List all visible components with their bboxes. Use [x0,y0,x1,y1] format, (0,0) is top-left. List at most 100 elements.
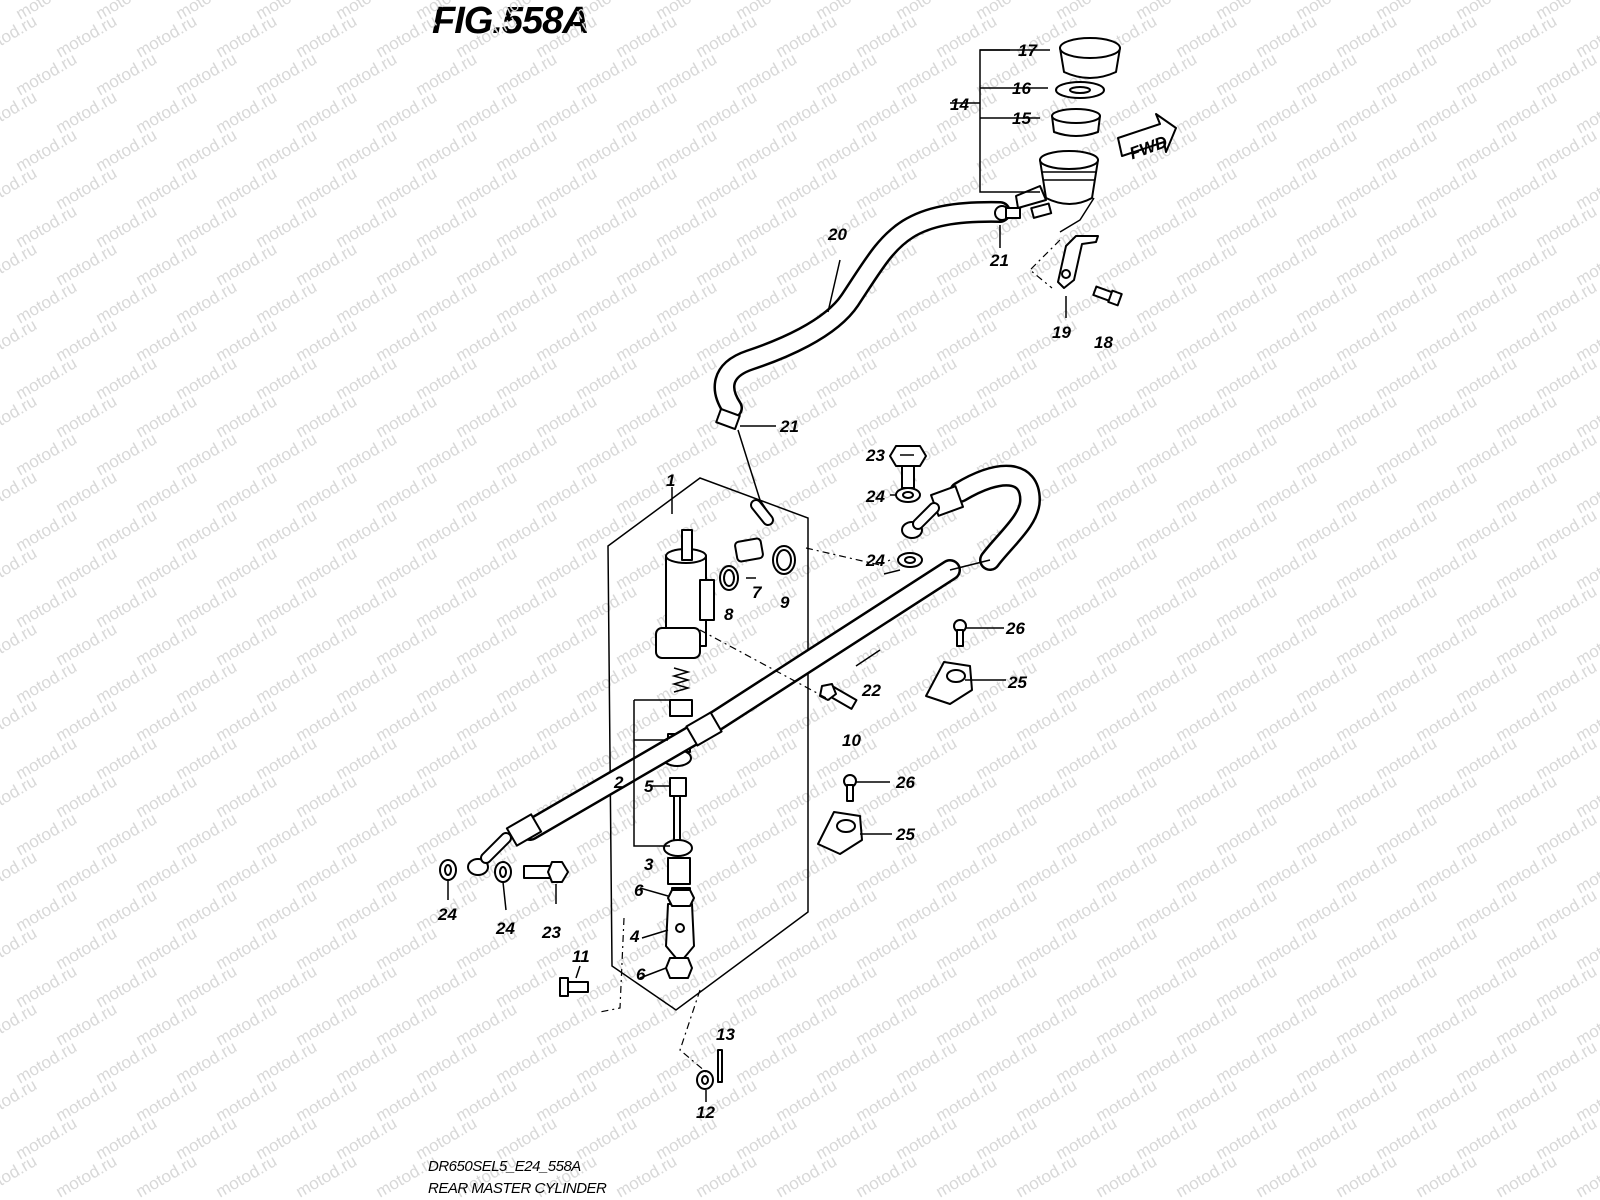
watermark: motod.ru [0,11,40,61]
watermark: motod.ru [0,1075,40,1125]
clevis [665,903,695,959]
callout-5: 5 [644,777,654,796]
hose-fitting-elbow [734,499,774,563]
callout-6-upper: 6 [634,881,644,900]
o-ring-8 [719,565,739,591]
callout-7: 7 [752,583,763,602]
watermark: motod.ru [0,467,40,517]
assembly-name: REAR MASTER CYLINDER [428,1180,607,1197]
callout-25-upper: 25 [1007,673,1027,692]
watermark: motod.ru [213,1151,281,1200]
callout-23-upper: 23 [865,446,885,465]
watermark: motod.ru [293,1151,361,1200]
banjo-upper [901,502,940,539]
brake-hose [505,464,1041,847]
watermark: motod.ru [693,1151,761,1200]
watermark: motod.ru [1253,1151,1321,1200]
watermark: motod.ru [1493,1151,1561,1200]
callout-3: 3 [644,855,654,874]
leader-lines [447,49,1067,1102]
reservoir-diaphragm [1051,108,1101,137]
callout-14: 14 [950,95,969,114]
callout-12: 12 [696,1103,715,1122]
watermark: motod.ru [773,1151,841,1200]
washer-24-c [439,859,457,881]
watermark: motod.ru [1573,1151,1600,1200]
watermark: motod.ru [1093,1151,1161,1200]
watermark: motod.ru [0,87,40,137]
watermark: motod.ru [1173,1151,1241,1200]
watermark: motod.ru [613,1151,681,1200]
spring [671,667,691,693]
callout-8: 8 [724,605,734,624]
watermark: motod.ru [933,1151,1001,1200]
watermark: motod.ru [853,1151,921,1200]
lock-nut-6-upper [667,889,695,907]
push-rod [663,777,693,901]
callout-18: 18 [1094,333,1113,352]
screw-26-upper [953,619,967,647]
callout-24-b: 24 [865,551,885,570]
callout-11: 11 [572,947,590,966]
union-bolt-23-lower [523,861,569,883]
watermark: motod.ru [0,391,40,441]
callout-6-lower: 6 [636,965,646,984]
watermark: motod.ru [0,695,40,745]
banjo-lower [467,832,512,876]
washer-24-b [897,552,923,568]
washer-12 [696,1070,714,1090]
callout-9: 9 [780,593,790,612]
lock-nut-6-lower [665,957,693,979]
hose-guide-25-upper [925,661,973,705]
figure-title: FIG.558A [432,0,590,42]
callout-20: 20 [827,225,847,244]
reservoir-cap [1059,37,1121,79]
reservoir-hose [713,200,1011,419]
reservoir-body [1015,150,1099,233]
watermark: motod.ru [0,923,40,973]
watermark: motod.ru [1013,1151,1081,1200]
screw-26-lower [843,774,857,802]
watermark: motod.ru [1333,1151,1401,1200]
callout-19: 19 [1052,323,1071,342]
watermark: motod.ru [0,771,40,821]
group-outline [607,477,809,1011]
callout-26-lower: 26 [895,773,915,792]
watermark: motod.ru [0,999,40,1049]
callout-24-c: 24 [437,905,457,924]
callout-labels: 17 16 14 15 21 20 19 18 21 23 24 1 24 7 … [437,41,1113,1122]
watermark: motod.ru [0,619,40,669]
callout-22: 22 [861,681,881,700]
callout-25-lower: 25 [895,825,915,844]
reservoir-plate [1055,81,1105,99]
bracket-bolt [1092,285,1123,307]
watermark: motod.ru [0,315,40,365]
callout-17: 17 [1018,41,1038,60]
watermark: motod.ru [133,1151,201,1200]
watermark: motod.ru [0,847,40,897]
callout-21-upper: 21 [989,251,1009,270]
callout-26-upper: 26 [1005,619,1025,638]
mount-bolt-10 [819,683,858,710]
watermark: motod.ru [0,163,40,213]
cotter-pin-13 [717,1049,723,1083]
callout-16: 16 [1012,79,1031,98]
callout-24-a: 24 [865,487,885,506]
callout-2: 2 [613,773,624,792]
hose-clamp-lower [715,408,741,430]
watermark: motod.ru [0,239,40,289]
master-cylinder-body [655,529,715,659]
callout-23-lower: 23 [541,923,561,942]
washer-24-d [494,861,512,883]
callout-10: 10 [842,731,861,750]
watermark: motod.ru [53,1151,121,1200]
hose-guide-25-lower [817,811,863,855]
watermark: motod.ru [0,543,40,593]
circlip-9 [772,545,796,575]
callout-4: 4 [629,927,640,946]
watermark: motod.ru [0,1151,40,1200]
callout-1: 1 [666,471,675,490]
callout-21-lower: 21 [779,417,799,436]
